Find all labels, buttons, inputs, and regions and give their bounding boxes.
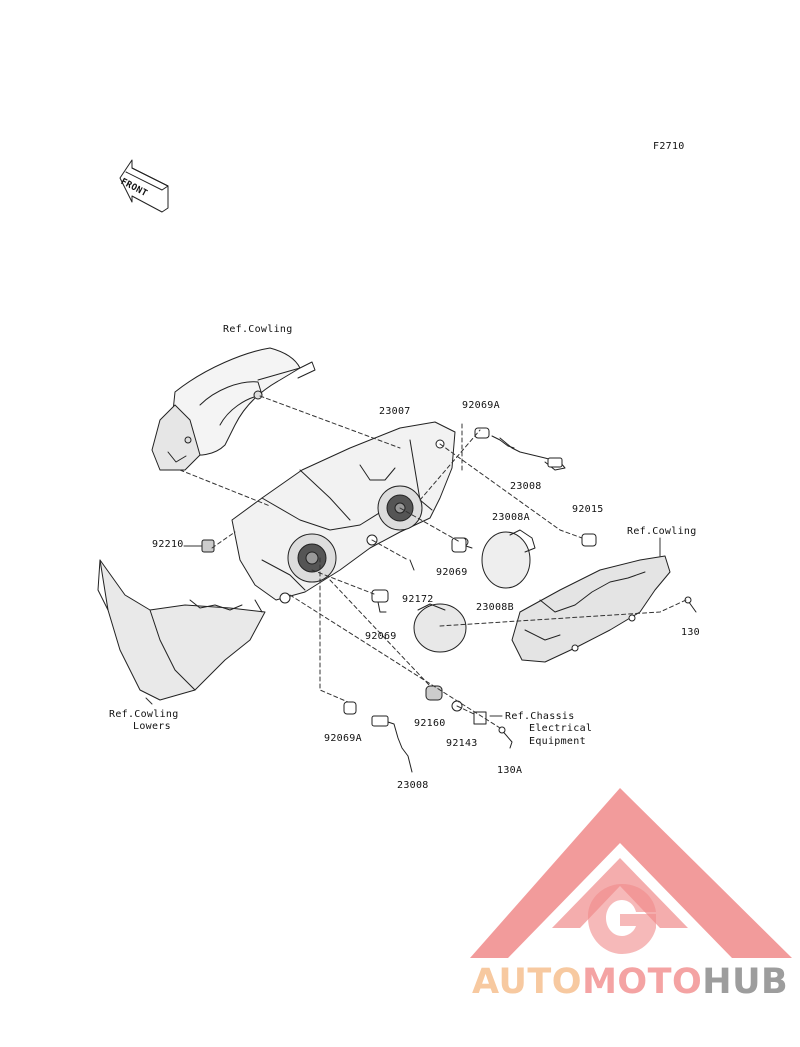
grommet-92160-part xyxy=(425,685,443,701)
label-92069-lower: 92069 xyxy=(365,631,397,642)
label-ref-cowling-lowers-2: Lowers xyxy=(133,721,171,732)
label-92160: 92160 xyxy=(414,718,446,729)
label-92069A-top: 92069A xyxy=(462,400,500,411)
label-23008-bottom: 23008 xyxy=(397,780,429,791)
label-ref-chassis-2: Electrical xyxy=(529,723,593,734)
front-arrow-icon xyxy=(119,159,169,213)
watermark-text-auto: AUTO xyxy=(472,962,583,1002)
screw-92172-part xyxy=(409,559,415,571)
label-ref-cowling-lowers-1: Ref.Cowling xyxy=(109,709,179,720)
label-23008-top: 23008 xyxy=(510,481,542,492)
bulb-92069-center-part xyxy=(451,537,467,553)
label-92210: 92210 xyxy=(152,539,184,550)
cowling-lowers-part xyxy=(97,559,266,701)
label-92015: 92015 xyxy=(572,504,604,515)
cover-23008A-part xyxy=(455,529,536,589)
screw-130-part xyxy=(684,596,697,613)
label-92172: 92172 xyxy=(402,594,434,605)
screw-130A-part xyxy=(498,726,513,749)
label-92069-center: 92069 xyxy=(436,567,468,578)
watermark-text-hub: HUB xyxy=(702,962,789,1002)
bulb-92069A-top-part xyxy=(474,427,566,471)
label-23008A: 23008A xyxy=(492,512,530,523)
label-ref-chassis-3: Equipment xyxy=(529,736,586,747)
upper-cowling-part xyxy=(151,347,316,471)
cover-23008B-part xyxy=(413,603,467,653)
grommet-92015-part xyxy=(581,533,597,547)
watermark-text-moto: MOTO xyxy=(582,962,703,1002)
bulb-92069-lower-part xyxy=(371,589,389,613)
label-130: 130 xyxy=(681,627,700,638)
figure-code: F2710 xyxy=(653,141,685,152)
label-ref-chassis-1: Ref.Chassis xyxy=(505,711,575,722)
bulb-92069A-bottom-part xyxy=(343,701,413,773)
nut-92210-part xyxy=(201,539,215,553)
label-92143: 92143 xyxy=(446,738,478,749)
headlight-housing-part xyxy=(231,421,456,604)
label-92069A-bottom: 92069A xyxy=(324,733,362,744)
label-ref-cowling-top: Ref.Cowling xyxy=(223,324,293,335)
label-130A: 130A xyxy=(497,765,523,776)
label-23008B: 23008B xyxy=(476,602,514,613)
automotohub-watermark-text: AUTOMOTOHUB xyxy=(472,962,788,1002)
label-23007: 23007 xyxy=(379,406,411,417)
automotohub-logo-icon xyxy=(470,788,792,958)
bracket-part xyxy=(473,711,487,725)
right-cowling-bracket-part xyxy=(511,555,671,663)
label-ref-cowling-right: Ref.Cowling xyxy=(627,526,697,537)
